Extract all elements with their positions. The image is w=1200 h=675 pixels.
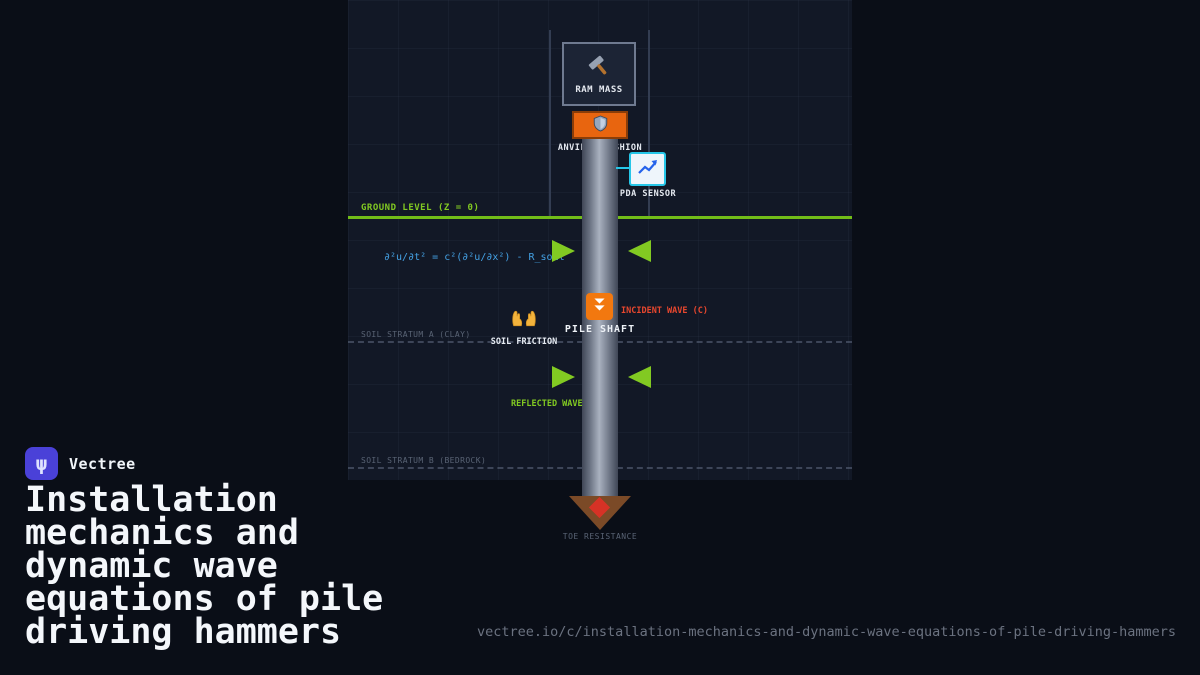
hammer-guide-left [549,30,551,218]
title-line: driving hammers [25,612,342,652]
ground-level-label: GROUND LEVEL (Z = 0) [361,203,480,213]
soil-arrow-left-lower-icon [552,366,575,388]
soil-friction-label: SOIL FRICTION [490,337,558,347]
title-line: equations of pile [25,579,384,619]
pile-shaft-label: PILE SHAFT [564,324,636,335]
trident-psi-icon: ψ [35,452,48,475]
incident-wave-label: INCIDENT WAVE (C) [621,306,708,316]
soil-arrow-left-upper-icon [552,240,575,262]
incident-wave-box [586,293,613,320]
wave-equation: ∂²u/∂t² = c²(∂²u/∂x²) - R_soil [384,252,565,263]
footer-url: vectree.io/c/installation-mechanics-and-… [477,624,1176,640]
stratum-a-label: SOIL STRATUM A (CLAY) [361,330,471,339]
brand: ψ Vectree [25,447,136,480]
pda-connector-line [616,167,630,169]
soil-arrow-right-upper-icon [628,240,651,262]
title-line: Installation [25,480,278,520]
title-line: dynamic wave [25,546,278,586]
toe-resistance-label: TOE RESISTANCE [562,532,638,541]
shield-icon [593,114,608,136]
page-title: Installation mechanics and dynamic wave … [25,480,425,652]
soil-arrow-right-lower-icon [628,366,651,388]
stratum-b-label: SOIL STRATUM B (BEDROCK) [361,456,487,465]
hammer-icon [586,53,612,83]
diagram-panel: RAM MASS ANVIL / CUSHION PDA SENSOR GROU… [348,0,852,541]
anvil-cushion-box [572,111,628,139]
ram-mass-box: RAM MASS [562,42,636,106]
reflected-wave-label: REFLECTED WAVE [511,399,583,409]
ram-mass-label: RAM MASS [575,85,623,95]
hammer-guide-right [648,30,650,218]
brand-name: Vectree [69,454,136,473]
title-line: mechanics and [25,513,299,553]
pda-sensor-box [629,152,666,186]
double-down-icon [591,296,608,317]
pda-sensor-label: PDA SENSOR [619,189,677,199]
open-hands-icon [511,308,537,332]
chart-icon [636,156,660,182]
brand-logo: ψ [25,447,58,480]
